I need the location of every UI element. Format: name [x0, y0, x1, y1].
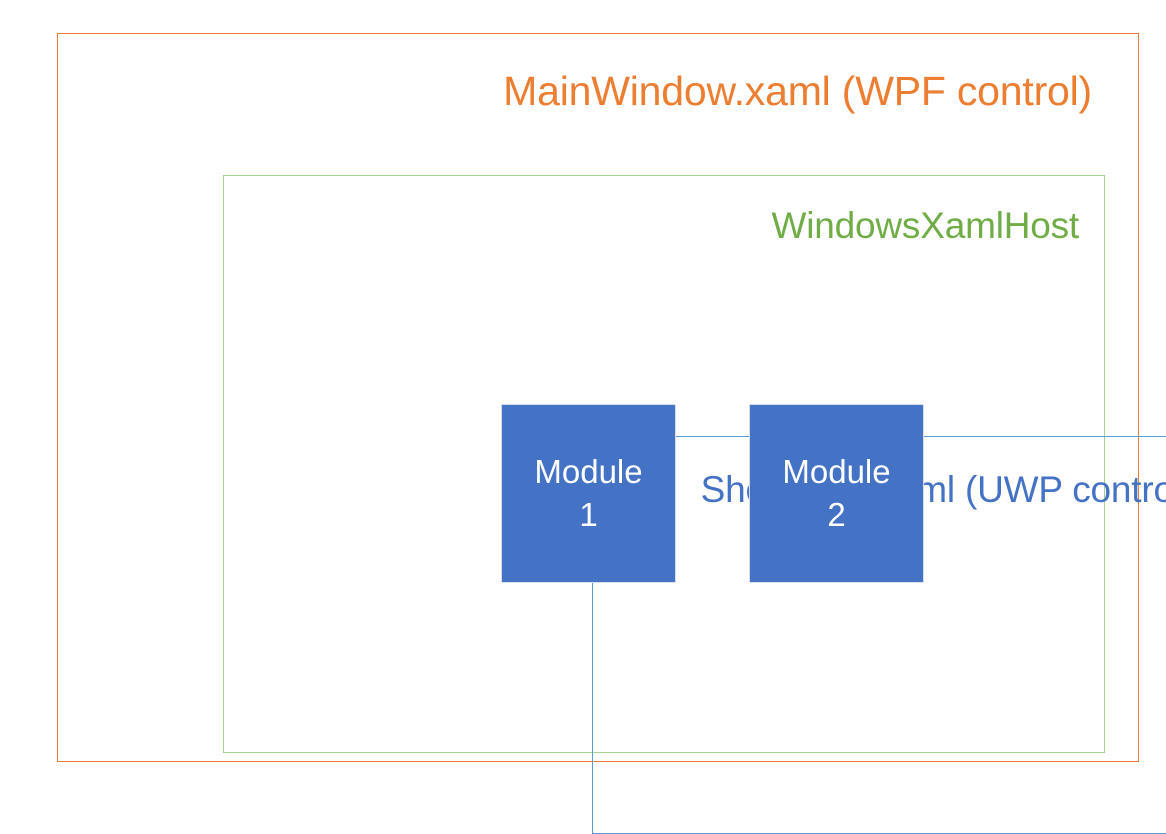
diagram-canvas: MainWindow.xaml (WPF control) WindowsXam…	[57, 33, 1166, 834]
module-box-1-name: Module	[534, 453, 643, 491]
wpf-mainwindow-frame: MainWindow.xaml (WPF control) WindowsXam…	[57, 33, 1166, 834]
wpf-mainwindow-label: MainWindow.xaml (WPF control)	[503, 68, 1092, 114]
module-box-2-number: 2	[827, 495, 846, 533]
windowsxamlhost-label: WindowsXamlHost	[771, 205, 1080, 246]
module-box-1-number: 1	[579, 495, 598, 533]
module-box-1: Module 1	[501, 404, 676, 583]
module-box-2-name: Module	[782, 453, 891, 491]
module-box-2: Module 2	[749, 404, 924, 583]
